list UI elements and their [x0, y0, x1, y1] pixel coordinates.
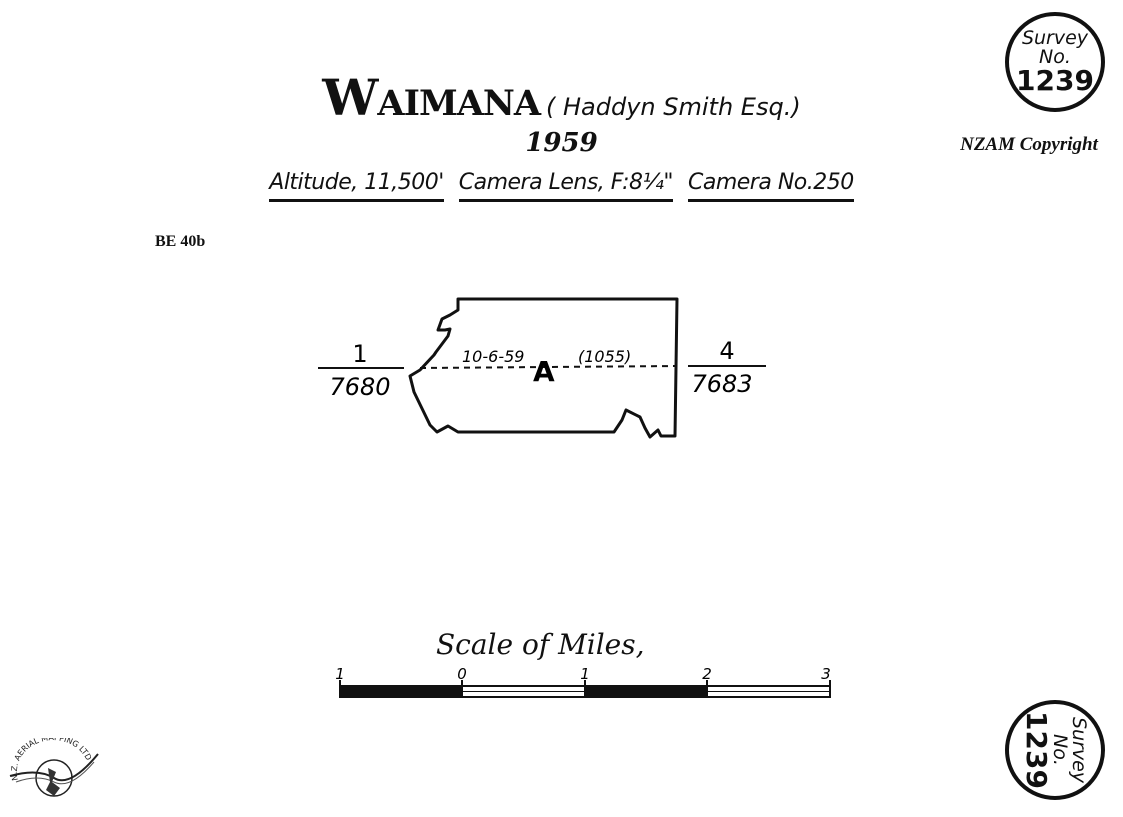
- stamp-survey-label: Survey: [1021, 27, 1089, 49]
- scale-bar: 1 0 1 2 3: [335, 665, 831, 698]
- run-label: A: [533, 355, 555, 388]
- left-frame-number: 7680: [329, 373, 390, 401]
- survey-area-boundary: [408, 297, 679, 439]
- right-frame-number: 7683: [691, 370, 752, 398]
- right-run-number: 4: [719, 337, 734, 365]
- scale-label: 3: [821, 665, 831, 683]
- map-title: Waimana( Haddyn Smith Esq.): [0, 68, 1123, 127]
- scale-segment-1: [340, 686, 462, 697]
- stamp-no-label: No.: [1039, 46, 1071, 68]
- copyright-notice: NZAM Copyright: [960, 134, 1098, 155]
- company-logo-icon: N.Z. AERIAL MAPPING LTD: [9, 738, 99, 797]
- sheet-reference: BE 40b: [155, 233, 206, 250]
- spec-camera: Camera No.250: [687, 170, 854, 202]
- flight-specs: Altitude, 11,500' Camera Lens, F:8¼" Cam…: [0, 170, 1123, 202]
- survey-year: 1959: [525, 128, 598, 158]
- scale-label: 0: [457, 665, 467, 683]
- scale-title: Scale of Miles,: [436, 628, 645, 661]
- spec-lens: Camera Lens, F:8¼": [458, 170, 673, 202]
- run-date: 10-6-59: [462, 347, 524, 366]
- title-owner: ( Haddyn Smith Esq.): [546, 93, 801, 121]
- stamp-number: 1239: [1016, 64, 1094, 97]
- scale-label: 1: [335, 665, 345, 683]
- scale-label: 2: [702, 665, 712, 683]
- title-place: Waimana: [322, 68, 541, 127]
- scale-label: 1: [580, 665, 590, 683]
- spec-altitude: Altitude, 11,500': [269, 170, 444, 202]
- survey-stamp-top: Survey No. 1239: [1005, 12, 1105, 112]
- flight-run-line: [419, 365, 677, 369]
- scale-segment-3: [585, 686, 707, 697]
- run-reference: (1055): [578, 347, 631, 366]
- left-run-number: 1: [352, 340, 367, 368]
